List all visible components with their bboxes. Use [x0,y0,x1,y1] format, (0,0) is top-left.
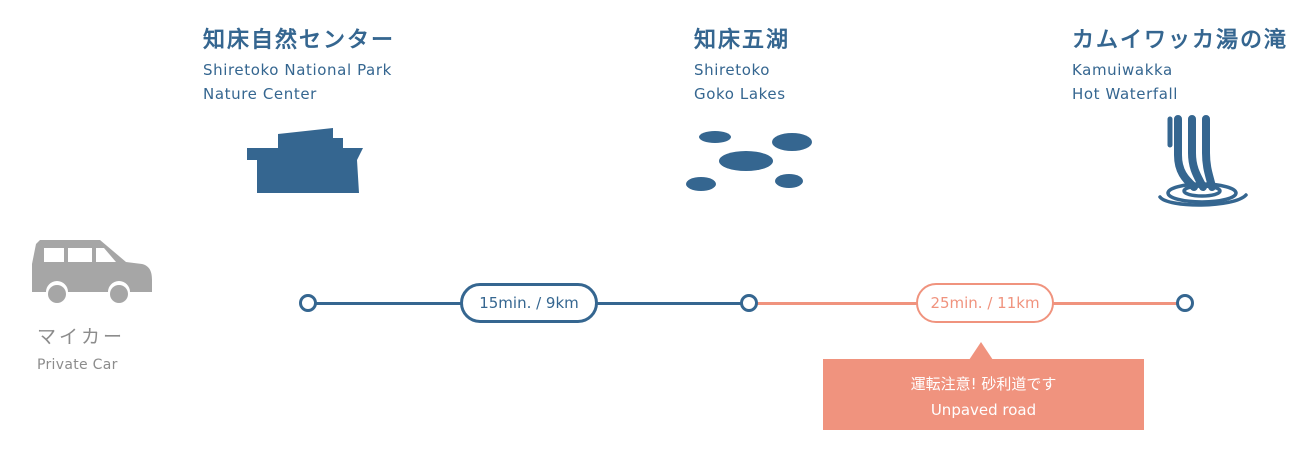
route-node-goko-lakes [740,294,758,312]
destination-subtitle: Nature Center [203,85,317,103]
vehicle-label-en: Private Car [37,357,118,373]
destination-nature-center: 知床自然センター Shiretoko National Park Nature … [203,22,395,106]
destination-title: 知床五湖 [694,28,791,53]
destination-subtitle: Hot Waterfall [1072,85,1179,103]
segment-duration-text: 25min. / 11km [930,294,1040,312]
notice-text-jp: 運転注意! 砂利道です [910,375,1057,393]
lakes-icon [686,131,812,191]
notice-text-en: Unpaved road [930,401,1037,419]
vehicle-label-jp: マイカー [37,326,126,348]
route-node-nature-center [299,294,317,312]
destination-subtitle: Shiretoko [694,61,771,79]
vehicle-label: マイカー Private Car [37,322,125,373]
destination-title: カムイワッカ湯の滝 [1072,28,1289,53]
car-icon [32,240,152,303]
segment-duration-text: 15min. / 9km [479,294,579,312]
destination-subtitle: Kamuiwakka [1072,61,1173,79]
destination-subtitle: Shiretoko National Park [203,61,392,79]
building-icon [247,128,363,193]
destination-kamuiwakka: カムイワッカ湯の滝 Kamuiwakka Hot Waterfall [1072,22,1288,106]
unpaved-road-notice: 運転注意! 砂利道です Unpaved road [823,359,1144,430]
destination-goko-lakes: 知床五湖 Shiretoko Goko Lakes [694,22,790,106]
route-node-kamuiwakka [1176,294,1194,312]
waterfall-icon [1158,115,1248,207]
destination-title: 知床自然センター [203,28,396,53]
segment-duration-label: 25min. / 11km [916,283,1054,323]
callout-pointer [969,342,993,360]
destination-subtitle: Goko Lakes [694,85,786,103]
segment-duration-label: 15min. / 9km [460,283,598,323]
